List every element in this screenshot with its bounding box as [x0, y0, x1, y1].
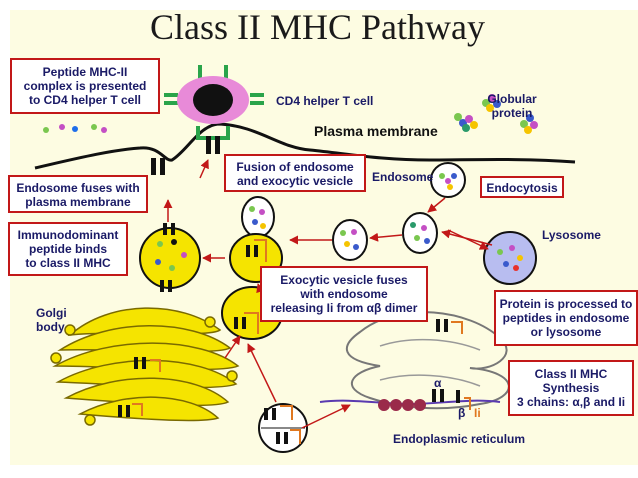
endosome-chain-icon: [241, 196, 438, 261]
label-endoplasmic-reticulum: Endoplasmic reticulum: [393, 432, 526, 446]
t-cell-receptor-icon: [164, 65, 264, 140]
diagram-title: Class II MHC Pathway: [150, 7, 485, 47]
label-plasma-membrane: Plasma membrane: [314, 123, 438, 139]
golgi-body-icon: [50, 307, 240, 426]
lysosome-icon: [483, 231, 537, 285]
endosome-icon: [430, 162, 466, 198]
peptide-dots-icon: [43, 124, 107, 133]
label-lysosome: Lysosome: [542, 228, 601, 242]
label-globular-protein: Globular protein: [487, 92, 537, 120]
box-exocytic-vesicle-fuses: Exocytic vesicle fuses with endosome rel…: [260, 266, 428, 322]
golgi-mhc-icon: [118, 357, 161, 417]
label-cd4-helper-t-cell: CD4 helper T cell: [276, 94, 374, 108]
plasma-membrane-line: [34, 122, 576, 170]
label-invariant-chain: Ii: [474, 406, 481, 420]
endoplasmic-reticulum-icon: [319, 311, 510, 411]
box-endocytosis: Endocytosis: [480, 176, 564, 198]
label-golgi-body: Golgi body: [36, 306, 67, 334]
box-endosome-fuses-membrane: Endosome fuses with plasma membrane: [8, 175, 148, 213]
pathway-arrows: [163, 159, 493, 429]
box-fusion-endosome: Fusion of endosome and exocytic vesicle: [224, 154, 366, 192]
box-peptide-presented: Peptide MHC-II complex is presented to C…: [10, 58, 160, 114]
transport-vesicle-icon: [258, 403, 308, 453]
globular-protein-icon: [454, 94, 538, 134]
box-protein-processed: Protein is processed to peptides in endo…: [494, 290, 638, 346]
mhc-molecule-icon: [151, 136, 220, 175]
box-immunodominant-peptide: Immunodominant peptide binds to class II…: [8, 222, 128, 276]
label-endosome: Endosome: [372, 170, 434, 184]
box-mhc-synthesis: Class II MHC Synthesis 3 chains: α,β and…: [508, 360, 634, 416]
label-alpha: α: [434, 376, 442, 390]
er-mhc-icon: [432, 319, 471, 410]
label-beta: β: [458, 406, 466, 420]
